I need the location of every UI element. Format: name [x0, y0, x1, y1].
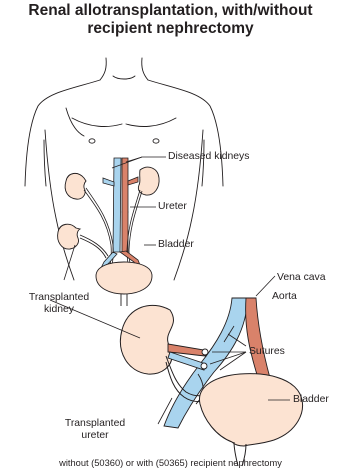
label-vena-cava: Vena cava	[277, 272, 326, 284]
label-bladder-lower: Bladder	[293, 394, 329, 406]
label-diseased-kidneys: Diseased kidneys	[168, 151, 249, 163]
label-transplanted-kidney: Transplanted kidney	[18, 292, 100, 316]
diagram-caption: without (50360) or with (50365) recipien…	[0, 458, 341, 468]
label-ureter: Ureter	[158, 201, 187, 213]
great-vessels-upper	[103, 158, 138, 252]
label-aorta: Aorta	[272, 291, 297, 303]
label-transplanted-kidney-line-1: Transplanted	[18, 292, 100, 304]
label-sutures: Sutures	[249, 346, 285, 358]
label-transplanted-ureter: Transplanted ureter	[50, 418, 140, 442]
label-transplanted-kidney-line-2: kidney	[18, 304, 100, 316]
label-transplanted-ureter-line-1: Transplanted	[50, 418, 140, 430]
bladder-lower	[199, 374, 302, 466]
transplanted-kidney-lower	[120, 305, 173, 374]
renal-connections	[168, 344, 208, 370]
bladder-upper	[96, 262, 152, 306]
label-bladder-upper: Bladder	[158, 239, 194, 251]
label-transplanted-ureter-line-2: ureter	[50, 430, 140, 442]
